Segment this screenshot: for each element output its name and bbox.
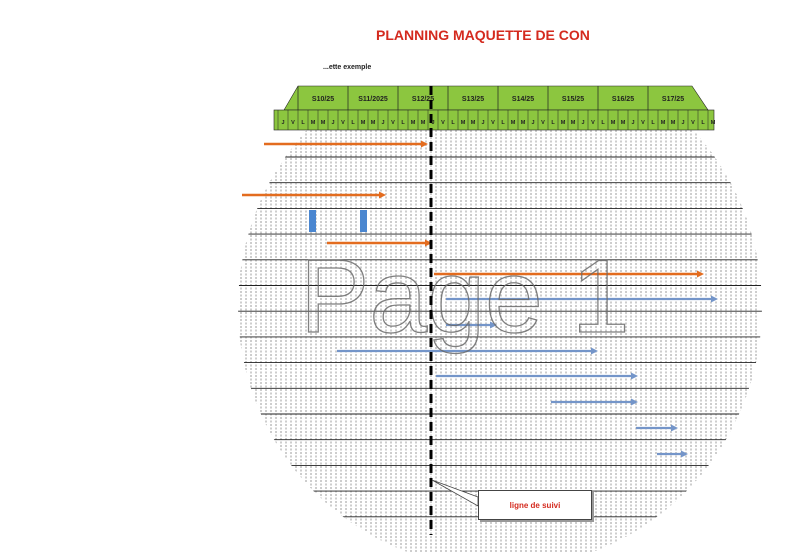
day-label: J <box>481 120 484 126</box>
day-label: M <box>711 120 716 126</box>
task-bar-arrowhead <box>681 450 688 458</box>
task-bar-arrowhead <box>671 424 678 432</box>
day-label: J <box>631 120 634 126</box>
week-label: S17/25 <box>662 96 684 103</box>
day-label: M <box>661 120 666 126</box>
day-label: M <box>621 120 626 126</box>
day-label: J <box>281 120 284 126</box>
day-label: M <box>411 120 416 126</box>
day-label: M <box>561 120 566 126</box>
day-label: M <box>471 120 476 126</box>
day-label: V <box>391 120 395 126</box>
watermark-page-number: Page 1 <box>300 239 630 355</box>
day-label: V <box>441 120 445 126</box>
week-label: S10/25 <box>312 96 334 103</box>
day-label: L <box>451 120 455 126</box>
task-bar-arrowhead <box>425 239 432 247</box>
day-label: V <box>691 120 695 126</box>
day-label: J <box>381 120 384 126</box>
task-bar-arrowhead <box>697 270 704 278</box>
week-label: S12/25 <box>412 96 434 103</box>
day-label: L <box>651 120 655 126</box>
day-label: V <box>541 120 545 126</box>
day-label: L <box>301 120 305 126</box>
day-label: J <box>531 120 534 126</box>
task-bar-arrowhead <box>591 347 598 355</box>
callout-label: ligne de suivi <box>509 500 561 510</box>
task-bar-arrowhead <box>631 398 638 406</box>
day-label: M <box>311 120 316 126</box>
day-label: M <box>421 120 426 126</box>
week-label: S14/25 <box>512 96 534 103</box>
day-label: L <box>551 120 555 126</box>
day-label: M <box>511 120 516 126</box>
task-bar-arrowhead <box>490 321 497 329</box>
day-label: L <box>401 120 405 126</box>
day-label: M <box>361 120 366 126</box>
day-label: M <box>571 120 576 126</box>
milestone-block <box>309 210 316 232</box>
day-label: M <box>671 120 676 126</box>
day-label: L <box>351 120 355 126</box>
task-bar-arrowhead <box>711 295 718 303</box>
day-label: V <box>491 120 495 126</box>
task-bar-arrowhead <box>421 140 428 148</box>
week-label: S15/25 <box>562 96 584 103</box>
day-label: M <box>321 120 326 126</box>
day-label: L <box>501 120 505 126</box>
day-label: J <box>581 120 584 126</box>
day-label: J <box>331 120 334 126</box>
milestone-block <box>360 210 367 232</box>
day-label: L <box>701 120 705 126</box>
day-label: M <box>461 120 466 126</box>
day-label: M <box>371 120 376 126</box>
day-label: V <box>591 120 595 126</box>
day-label: M <box>521 120 526 126</box>
day-label: V <box>291 120 295 126</box>
day-label: J <box>431 120 434 126</box>
day-label: M <box>611 120 616 126</box>
day-label: V <box>341 120 345 126</box>
day-header-band <box>273 109 715 131</box>
week-label: S16/25 <box>612 96 634 103</box>
task-bar-arrowhead <box>379 191 386 199</box>
subtitle: ...ette exemple <box>323 64 372 71</box>
week-label: S13/25 <box>462 96 484 103</box>
follow-line-callout: ligne de suivi <box>478 490 592 520</box>
page-title: PLANNING MAQUETTE DE CON <box>376 27 590 43</box>
week-label: S11/2025 <box>358 96 388 103</box>
task-bar-arrowhead <box>631 372 638 380</box>
week-header-band <box>283 85 709 111</box>
day-label: V <box>641 120 645 126</box>
day-label: L <box>601 120 605 126</box>
day-label: J <box>681 120 684 126</box>
